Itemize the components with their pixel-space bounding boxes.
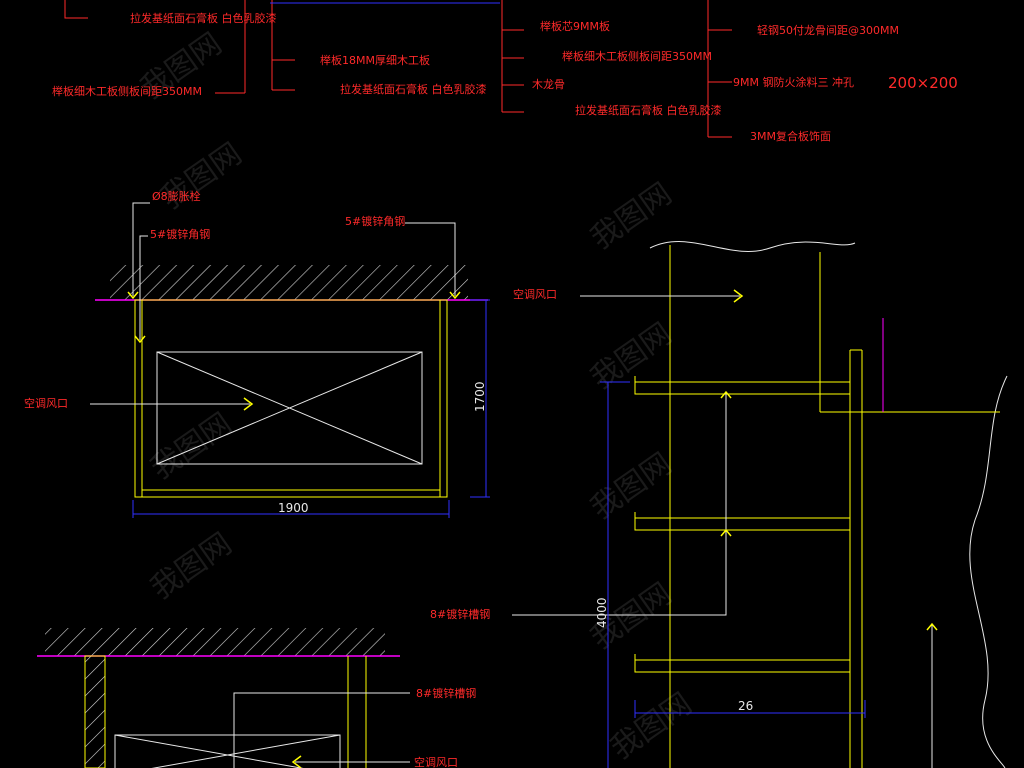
- label-angle-left: 5#镀锌角钢: [150, 227, 210, 241]
- label-vent-b: 空调风口: [414, 755, 458, 768]
- label-angle-right: 5#镀锌角钢: [345, 214, 405, 228]
- watermark: 我图网: [145, 526, 239, 606]
- section-a: 1900 1700 Ø8膨胀栓 5#镀锌角钢 5#镀锌角钢 空调风口: [24, 189, 490, 518]
- label-bolt: Ø8膨胀栓: [152, 189, 201, 203]
- label-vent-a: 空调风口: [24, 396, 68, 410]
- dim-height-a: 1700: [473, 381, 487, 412]
- label-panel-spacing-2: 榉板细木工板侧板间距350MM: [562, 49, 712, 63]
- label-channel-c: 8#镀锌槽钢: [430, 607, 490, 621]
- ceiling-hatch-b: [45, 628, 385, 656]
- dim-height-c: 4000: [595, 597, 609, 628]
- label-fireproof: 9MM 钢防火涂料三 冲孔: [733, 75, 854, 89]
- label-wood-keel: 木龙骨: [532, 78, 565, 91]
- dim-width-c: 26: [738, 699, 753, 713]
- label-gypsum-2: 拉发基纸面石膏板 白色乳胶漆: [340, 82, 487, 96]
- section-c: 4000 26 空调风口 8#镀锌槽钢: [430, 241, 1008, 768]
- label-gypsum-3: 拉发基纸面石膏板 白色乳胶漆: [575, 103, 722, 117]
- vent-grille-b: [114, 692, 410, 768]
- watermark: 我图网: [585, 446, 679, 526]
- label-plywood-18mm: 榉板18MM厚细木工板: [320, 53, 430, 67]
- watermark: 我图网: [605, 686, 699, 766]
- watermark: 我图网: [155, 136, 249, 216]
- watermark: 我图网: [585, 316, 679, 396]
- dim-width-a: 1900: [278, 501, 309, 515]
- label-vent-c: 空调风口: [513, 287, 557, 301]
- ceiling-hatch-a: [110, 265, 468, 300]
- section-b: 8#镀锌槽钢 空调风口: [37, 628, 476, 768]
- vent-grille-a: [156, 351, 423, 465]
- label-gypsum-1: 拉发基纸面石膏板 白色乳胶漆: [130, 11, 277, 25]
- watermark: 我图网: [585, 176, 679, 256]
- watermark: 我图网: [145, 406, 239, 486]
- label-steel-keel: 轻钢50付龙骨间距@300MM: [757, 23, 899, 37]
- top-leaders: [64, 0, 732, 138]
- label-panel-spacing-1: 榉板细木工板侧板间距350MM: [52, 84, 202, 98]
- label-channel-b: 8#镀锌槽钢: [416, 686, 476, 700]
- label-size: 200×200: [888, 74, 958, 92]
- label-core-9mm: 榉板芯9MM板: [540, 19, 610, 33]
- label-composite-board: 3MM复合板饰面: [750, 129, 831, 143]
